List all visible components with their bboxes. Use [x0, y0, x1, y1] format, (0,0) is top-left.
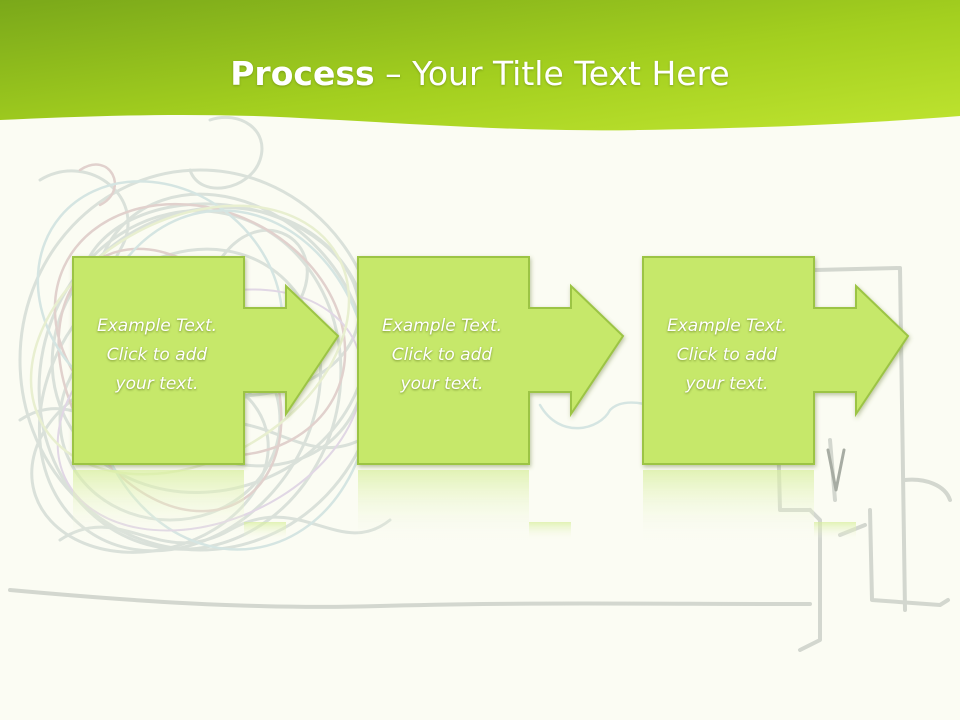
process-step-1[interactable]: Example Text. Click to add your text. — [72, 256, 342, 468]
step-text-line-2: Click to add — [106, 345, 208, 365]
title-bold: Process — [230, 54, 375, 93]
step-text-line-3: your text. — [115, 374, 199, 394]
step-text-line-3: your text. — [400, 374, 484, 394]
step-box-arrow-shape — [72, 256, 340, 465]
step-box-arrow-shape — [642, 256, 910, 465]
step-text[interactable]: Example Text. Click to add your text. — [357, 312, 527, 399]
header-band — [0, 0, 960, 131]
step-text-line-3: your text. — [685, 374, 769, 394]
step-text[interactable]: Example Text. Click to add your text. — [642, 312, 812, 399]
step-text-line-1: Example Text. — [666, 316, 788, 336]
process-step-3[interactable]: Example Text. Click to add your text. — [642, 256, 912, 468]
title-rest: – Your Title Text Here — [374, 54, 730, 93]
step-text-line-2: Click to add — [391, 345, 493, 365]
step-text-line-1: Example Text. — [381, 316, 503, 336]
step-box-arrow-shape — [357, 256, 625, 465]
step-reflection — [358, 470, 571, 540]
process-step-2[interactable]: Example Text. Click to add your text. — [357, 256, 627, 468]
step-text-line-1: Example Text. — [96, 316, 218, 336]
step-text-line-2: Click to add — [676, 345, 778, 365]
slide-title[interactable]: Process – Your Title Text Here — [0, 52, 960, 96]
step-reflection — [73, 470, 286, 540]
step-reflection — [643, 470, 856, 540]
step-text[interactable]: Example Text. Click to add your text. — [72, 312, 242, 399]
